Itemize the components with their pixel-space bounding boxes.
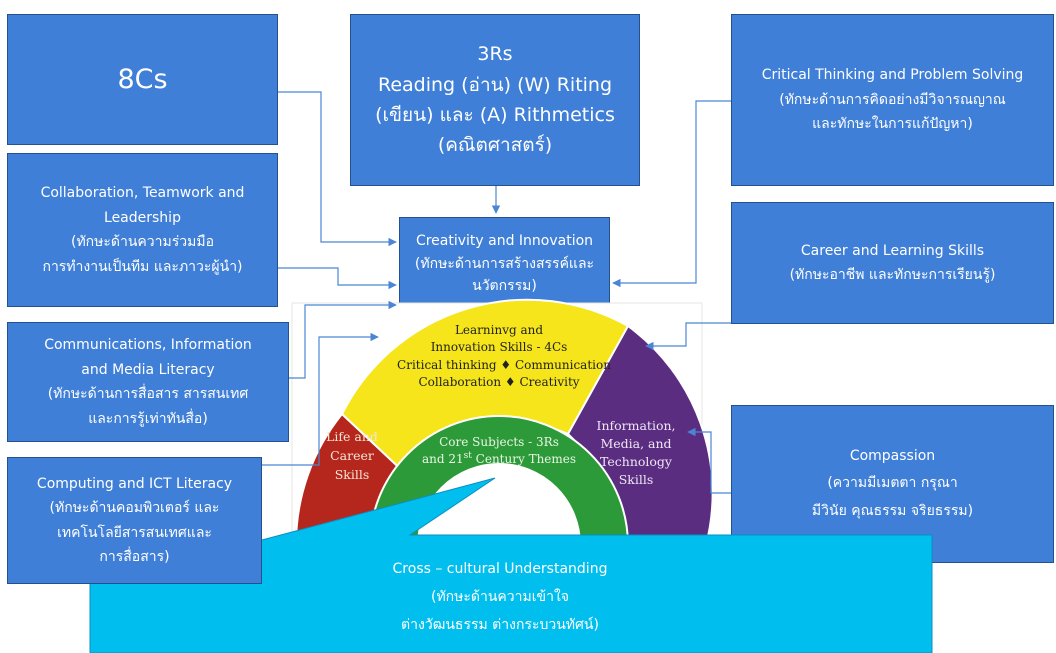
collab-line4: การทำงานเป็นทีม และภาวะผู้นำ) [42,258,243,275]
three-rs-line1: 3Rs [477,43,513,66]
three-rs-line4: (คณิตศาสตร์) [437,134,553,157]
arc-right-line4: Skills [619,472,654,487]
arc-left-line2: Career [330,448,374,463]
eight-cs-box: 8Cs [7,14,278,145]
critical-line1: Critical Thinking and Problem Solving [761,67,1024,84]
arc-top-line4: Collaboration ♦ Creativity [418,375,579,389]
critical-line2: (ทักษะด้านการคิดอย่างมีวิจารณญาณ [779,91,1006,108]
compassion-line2: (ความมีเมตตา กรุณา [827,475,958,492]
computing-ict-box: Computing and ICT Literacy (ทักษะด้านคอม… [7,457,262,584]
creativity-line2: (ทักษะด้านการสร้างสรรค์และ [414,255,595,272]
computing-line3: เทคโนโลยีสารสนเทศและ [57,524,212,541]
critical-line3: และทักษะในการแก้ปัญหา) [812,116,973,133]
arc-left-line1: Life and [326,429,378,444]
communications-box: Communications, Information and Media Li… [7,322,289,442]
arc-core-line1: Core Subjects - 3Rs [439,435,559,449]
cross-line1: Cross – cultural Understanding [392,561,608,577]
cross-line2: (ทักษะด้านความเข้าใจ [430,589,569,605]
arc-top-line1: Learninvg and [455,323,543,337]
collab-line1: Collaboration, Teamwork and [40,185,245,201]
three-rs-line2: Reading (อ่าน) (W) Riting [377,73,613,96]
collab-line2: Leadership [104,209,181,226]
critical-thinking-box: Critical Thinking and Problem Solving (ท… [731,14,1054,186]
arc-right-line2: Media, and [600,436,671,451]
arc-left-line3: Skills [335,467,370,482]
computing-line2: (ทักษะด้านคอมพิวเตอร์ และ [49,500,220,516]
arc-top-line3: Critical thinking ♦ Communication [397,358,611,372]
creativity-line1: Creativity and Innovation [415,233,594,250]
arc-right-line1: Information, [597,418,676,433]
cross-cultural-text: Cross – cultural Understanding (ทักษะด้า… [280,552,720,642]
comm-line4: และการรู้เท่าทันสื่อ) [88,410,208,427]
career-learning-box: Career and Learning Skills (ทักษะอาชีพ แ… [731,202,1054,324]
comm-line1: Communications, Information [44,337,252,353]
career-line1: Career and Learning Skills [800,242,985,259]
career-line2: (ทักษะอาชีพ และทักษะการเรียนรู้) [789,267,996,283]
comm-line3: (ทักษะด้านการสื่อสาร สารสนเทศ [47,386,249,402]
comm-line2: and Media Literacy [81,361,215,378]
computing-line1: Computing and ICT Literacy [36,475,233,492]
computing-line4: การสื่อสาร) [99,549,170,565]
three-rs-line3: (เขียน) และ (A) Rithmetics [375,104,615,126]
collab-line3: (ทักษะด้านความร่วมมือ [70,234,214,250]
compassion-line3: มีวินัย คุณธรรม จริยธรรม) [811,502,974,519]
creativity-line3: นวัตกรรม) [472,278,537,295]
compassion-line1: Compassion [849,448,936,465]
arc-top-line2: Innovation Skills - 4Cs [431,340,568,354]
cross-line3: ต่างวัฒนธรรม ต่างกระบวนทัศน์) [401,617,599,633]
arc-right-line3: Technology [600,454,673,469]
arc-core-line2: and 21st Century Themes [422,451,576,466]
core-subjects-arc [368,415,630,546]
creativity-box: Creativity and Innovation (ทักษะด้านการส… [399,217,610,311]
eight-cs-title: 8Cs [117,63,168,95]
collaboration-box: Collaboration, Teamwork and Leadership (… [7,153,278,307]
